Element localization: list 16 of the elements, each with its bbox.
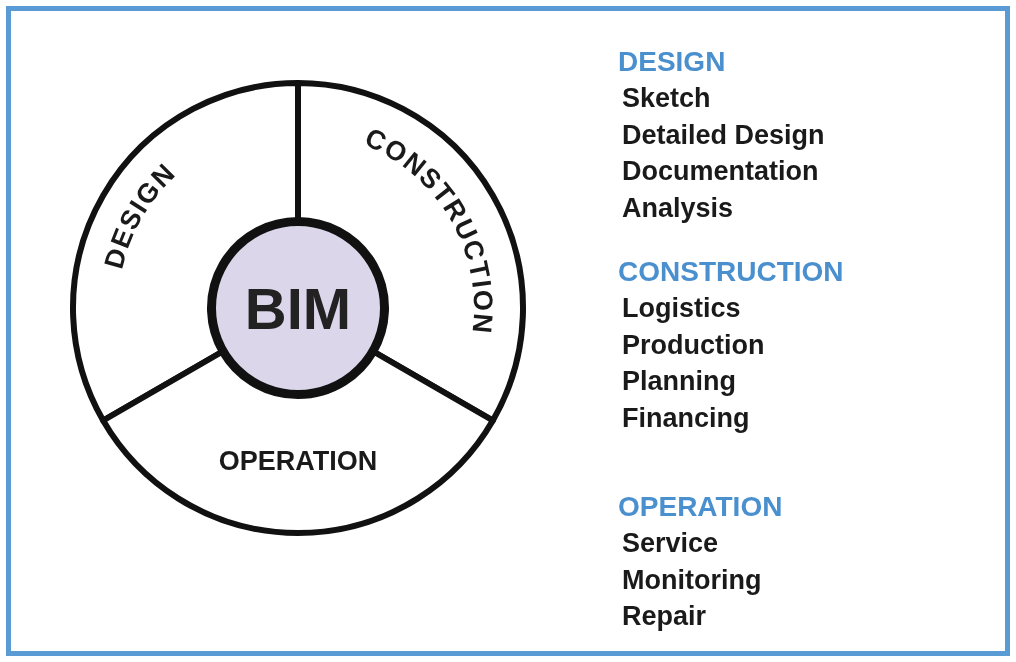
list-item: Production — [622, 328, 765, 362]
list-item: Financing — [622, 401, 750, 435]
list-item: Logistics — [622, 292, 741, 325]
list-item: Detailed Design — [622, 118, 825, 152]
sector-label: OPERATION — [218, 446, 378, 476]
list-item: Repair — [622, 600, 707, 633]
list-heading: DESIGN — [618, 45, 726, 79]
list-heading: CONSTRUCTION — [618, 255, 844, 289]
list-item: Analysis — [622, 191, 734, 225]
list-item: Service — [622, 527, 719, 560]
list-item: Planning — [622, 365, 736, 398]
center-label: BIM — [244, 274, 352, 342]
list-item: Documentation — [622, 155, 819, 188]
list-item: Sketch — [622, 82, 711, 115]
list-item: Monitoring — [622, 563, 762, 597]
list-heading: OPERATION — [618, 490, 783, 524]
